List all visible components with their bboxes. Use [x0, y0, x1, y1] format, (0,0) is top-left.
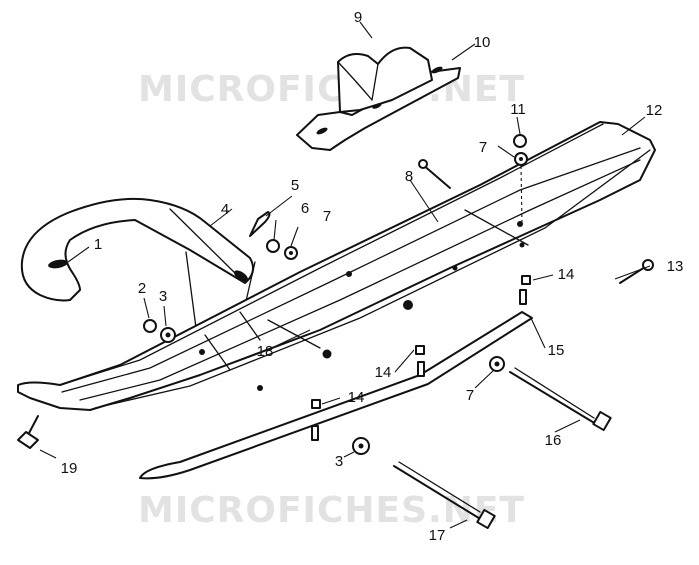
callout-6: 6 [301, 200, 309, 217]
ski-body [17, 121, 656, 411]
callout-15: 15 [548, 342, 565, 359]
callout-16: 16 [545, 432, 562, 449]
callout-5: 5 [291, 177, 299, 194]
wear-bar [139, 289, 533, 480]
callout-2: 2 [138, 280, 146, 297]
callout-14: 14 [375, 364, 392, 381]
callout-3: 3 [335, 453, 343, 470]
callout-14: 14 [558, 266, 575, 283]
callout-labels: 1 2 3 3 4 5 6 7 7 7 8 9 10 11 12 13 14 1… [61, 9, 684, 544]
callout-11: 11 [510, 101, 526, 118]
leader-lines [39, 21, 651, 529]
callout-8: 8 [405, 168, 413, 185]
callout-14: 14 [348, 389, 365, 406]
callout-17: 17 [429, 527, 446, 544]
callout-7: 7 [479, 139, 487, 156]
callout-10: 10 [474, 34, 491, 51]
callout-18: 18 [257, 343, 274, 360]
callout-9: 9 [354, 9, 362, 26]
callout-12: 12 [646, 102, 663, 119]
callout-7: 7 [466, 387, 474, 404]
callout-4: 4 [221, 201, 229, 218]
callout-19: 19 [61, 460, 78, 477]
watermark-top: MICROFICHES.NET [138, 69, 525, 110]
callout-1: 1 [94, 236, 102, 253]
saddle-assembly [296, 46, 461, 151]
watermark-bottom: MICROFICHES.NET [138, 490, 525, 531]
callout-7: 7 [323, 208, 331, 225]
ski-handle-loop [20, 197, 256, 363]
callout-3: 3 [159, 288, 167, 305]
callout-13: 13 [667, 258, 684, 275]
